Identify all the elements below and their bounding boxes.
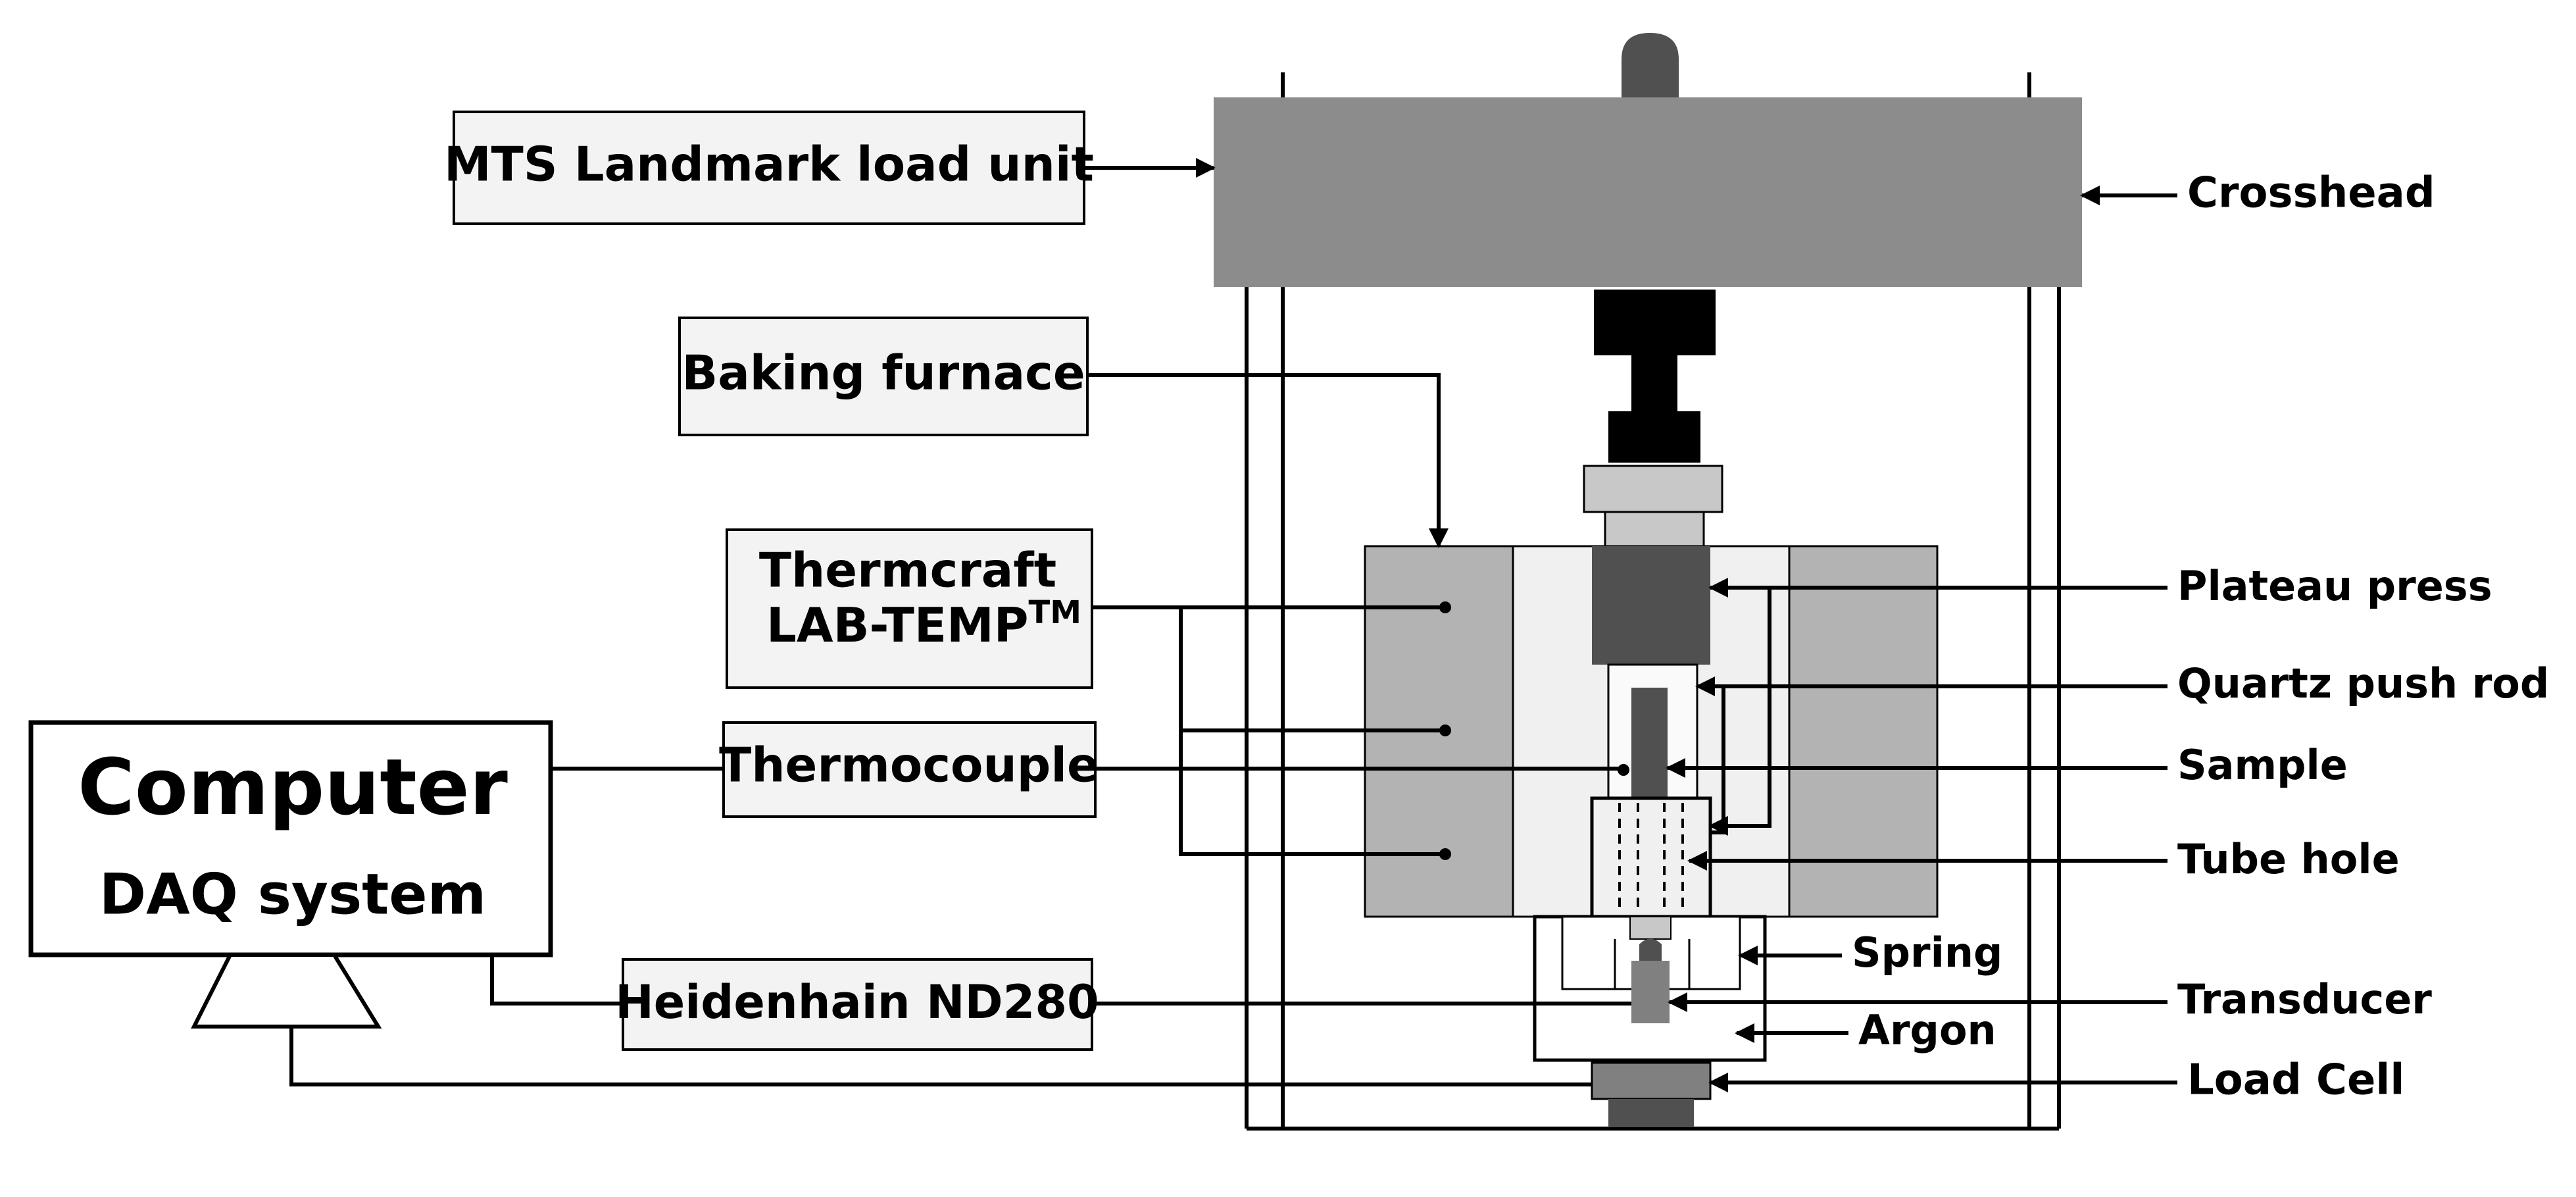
load-cell-part [1591, 1061, 1712, 1100]
baking-furnace-arrow [1087, 373, 1449, 548]
thermocouple-label: Thermocouple [719, 738, 1099, 793]
black-coupling-upper [1594, 290, 1716, 355]
computer-label: Computer [78, 742, 508, 832]
load-unit-label: MTS Landmark load unit [444, 137, 1094, 192]
crosshead-label: Crosshead [2187, 169, 2435, 218]
computer-monitor [28, 720, 553, 957]
heidenhain-label: Heidenhain ND280 [615, 975, 1099, 1029]
computer-heidenhain-line [490, 955, 623, 1006]
computer-loadcell-line [289, 1027, 1592, 1086]
crosshead-block [1214, 97, 2082, 287]
black-rod [1631, 355, 1677, 421]
thermcraft-connectors [1092, 605, 1445, 856]
argon-label: Argon [1858, 1006, 1996, 1054]
thermcraft-label-line1: Thermcraft [759, 543, 1056, 598]
load-cell-base [1608, 1099, 1694, 1127]
thermcraft-box [726, 528, 1093, 689]
transducer-label: Transducer [2177, 975, 2432, 1023]
spring-rod [1629, 916, 1672, 940]
baking-furnace-box [678, 317, 1089, 436]
tube-hole-label: Tube hole [2177, 835, 2400, 883]
plateau-press-part [1592, 546, 1710, 665]
baking-furnace-label: Baking furnace [681, 345, 1085, 401]
adapter-neck [1604, 511, 1705, 548]
crosshead-top-knob [1622, 33, 1679, 97]
load-cell-label: Load Cell [2187, 1056, 2404, 1105]
computer-stand [191, 953, 382, 1029]
adapter-light [1583, 465, 1723, 513]
spring-label: Spring [1852, 929, 2002, 977]
daq-label: DAQ system [99, 861, 486, 927]
transducer-tip [1639, 938, 1662, 961]
load-frame [1245, 72, 2061, 1131]
plateau-press-bracket [1708, 588, 1771, 836]
quartz-tube-bracket [1710, 686, 1725, 834]
plateau-press-label: Plateau press [2177, 562, 2492, 610]
quartz-push-rod-label: Quartz push rod [2177, 659, 2549, 707]
transducer-part [1631, 961, 1670, 1023]
thermcraft-label-line2: LAB-TEMPTM [766, 594, 1081, 653]
sample-label: Sample [2177, 741, 2348, 789]
tube-hole-part [1590, 796, 1712, 919]
black-coupling-lower [1608, 411, 1700, 463]
trademark-superscript: TM [1029, 594, 1082, 631]
